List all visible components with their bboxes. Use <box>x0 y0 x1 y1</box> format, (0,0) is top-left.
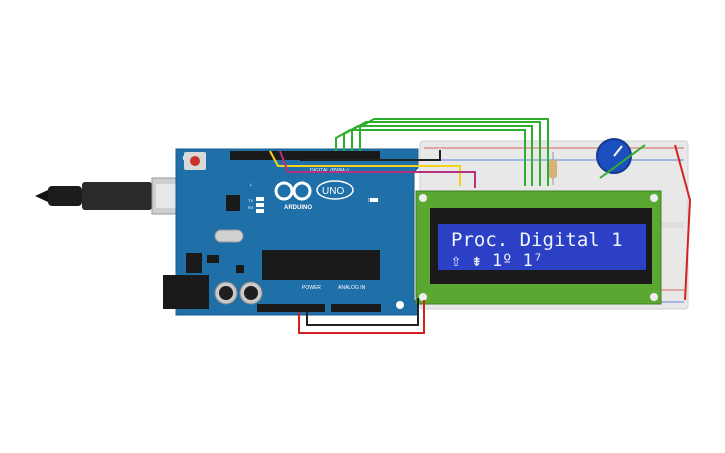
wire-magenta <box>279 150 476 188</box>
atmega-chip <box>262 250 380 280</box>
digital-header <box>230 151 380 160</box>
l-label: L <box>250 182 253 187</box>
wire-black-bottom <box>306 298 419 326</box>
wire-red-right <box>674 144 692 301</box>
wire-yellow <box>269 150 461 186</box>
tx-label: TX <box>248 198 253 203</box>
lcd-line-2: ⇧ ⇟ 1º 1⁷ <box>451 251 543 271</box>
lcd-screen <box>438 224 646 270</box>
power-label: POWER <box>302 285 321 291</box>
power-header <box>257 304 325 312</box>
brand-label: ARDUINO <box>284 205 312 211</box>
wire-green-4 <box>359 118 549 186</box>
rx-label: RX <box>248 205 254 210</box>
arduino-board[interactable]: ARDUINO UNO DIGITAL (PWM~) POWER ANALOG … <box>163 148 419 316</box>
resistor-icon <box>549 152 557 185</box>
usb-cable-icon[interactable] <box>35 177 183 215</box>
on-label: ON <box>368 198 376 204</box>
power-jack <box>163 275 209 309</box>
wires <box>269 118 692 334</box>
lcd-line-1: Proc. Digital 1 <box>451 229 623 251</box>
analog-header <box>331 304 381 312</box>
arduino-logo-icon <box>274 180 354 201</box>
analog-label: ANALOG IN <box>338 285 366 291</box>
lcd-module[interactable]: Proc. Digital 1 ⇧ ⇟ 1º 1⁷ <box>415 190 662 305</box>
model-label: UNO <box>322 186 344 197</box>
wire-green-pot <box>599 144 646 179</box>
wire-green-3 <box>351 121 541 186</box>
wire-black-top <box>300 150 441 161</box>
wire-red-bottom <box>298 300 425 334</box>
